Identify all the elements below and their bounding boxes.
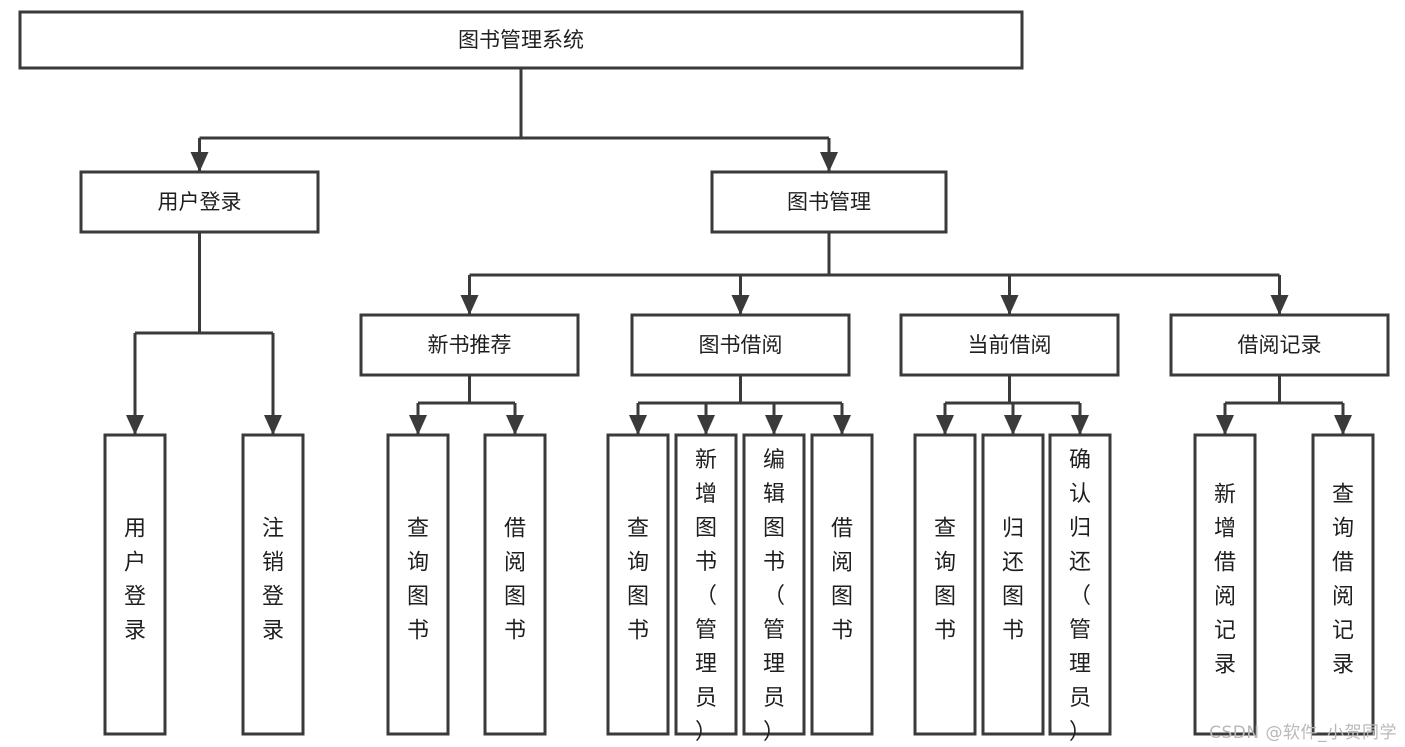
node-leaf-query-book-1-label: 查询图书 xyxy=(407,517,429,644)
arrow-head-icon xyxy=(731,295,750,315)
node-leaf-user-login[interactable]: 用户登录 xyxy=(103,433,167,736)
node-leaf-add-borrow-record[interactable]: 新增借阅记录 xyxy=(1193,433,1257,736)
node-leaf-query-book-2-label: 查询图书 xyxy=(627,517,649,644)
arrow-head-icon xyxy=(409,415,427,435)
node-book-borrow[interactable]: 图书借阅 xyxy=(630,313,851,377)
node-current-borrow-label: 当前借阅 xyxy=(968,333,1052,357)
arrow-head-icon xyxy=(936,415,954,435)
node-leaf-logout-label: 注销登录 xyxy=(262,517,284,644)
arrow-head-icon xyxy=(629,415,647,435)
node-leaf-edit-book-admin[interactable]: 编辑图书（管理员） xyxy=(742,433,806,745)
arrow-head-icon xyxy=(1216,415,1234,435)
node-user-login-box[interactable] xyxy=(79,170,320,234)
arrow-head-icon xyxy=(1071,415,1089,435)
node-borrow-record-box[interactable] xyxy=(1169,313,1390,377)
node-book-borrow-box[interactable] xyxy=(630,313,851,377)
node-leaf-add-book-admin-label: 新增图书（管理员） xyxy=(695,448,717,745)
arrow-head-icon xyxy=(1334,415,1352,435)
node-book-borrow-label: 图书借阅 xyxy=(699,333,783,357)
node-leaf-borrow-book-1-box[interactable] xyxy=(483,433,547,736)
arrow-head-icon xyxy=(506,415,524,435)
node-leaf-query-borrow-record-box[interactable] xyxy=(1311,433,1375,736)
node-leaf-query-book-1[interactable]: 查询图书 xyxy=(386,433,450,736)
node-book-manage[interactable]: 图书管理 xyxy=(710,170,948,234)
node-leaf-confirm-return-admin-box[interactable] xyxy=(1048,433,1112,736)
node-leaf-borrow-book-2[interactable]: 借阅图书 xyxy=(810,433,874,736)
node-user-login[interactable]: 用户登录 xyxy=(79,170,320,234)
node-leaf-user-login-box[interactable] xyxy=(103,433,167,736)
arrow-head-icon xyxy=(1270,295,1289,315)
arrow-head-icon xyxy=(1000,295,1019,315)
node-borrow-record-label: 借阅记录 xyxy=(1238,333,1322,357)
node-leaf-borrow-book-2-box[interactable] xyxy=(810,433,874,736)
node-title-box[interactable] xyxy=(18,10,1024,70)
node-leaf-query-book-2-box[interactable] xyxy=(606,433,670,736)
arrow-head-icon xyxy=(460,295,479,315)
node-leaf-query-borrow-record-label: 查询借阅记录 xyxy=(1332,483,1354,678)
node-leaf-add-borrow-record-box[interactable] xyxy=(1193,433,1257,736)
node-leaf-edit-book-admin-box[interactable] xyxy=(742,433,806,736)
node-leaf-return-book[interactable]: 归还图书 xyxy=(981,433,1045,736)
node-leaf-add-book-admin[interactable]: 新增图书（管理员） xyxy=(674,433,738,745)
node-title-label: 图书管理系统 xyxy=(458,28,584,52)
node-new-book-rec[interactable]: 新书推荐 xyxy=(359,313,580,377)
node-current-borrow-box[interactable] xyxy=(899,313,1120,377)
node-leaf-edit-book-admin-label: 编辑图书（管理员） xyxy=(763,448,785,745)
node-leaf-return-book-label: 归还图书 xyxy=(1002,517,1024,644)
node-leaf-borrow-book-2-label: 借阅图书 xyxy=(831,517,853,644)
node-leaf-query-borrow-record[interactable]: 查询借阅记录 xyxy=(1311,433,1375,736)
node-leaf-add-book-admin-box[interactable] xyxy=(674,433,738,736)
arrow-head-icon xyxy=(126,415,144,435)
node-leaf-logout-box[interactable] xyxy=(241,433,305,736)
node-leaf-user-login-label: 用户登录 xyxy=(124,517,146,644)
node-current-borrow[interactable]: 当前借阅 xyxy=(899,313,1120,377)
node-leaf-query-book-3-label: 查询图书 xyxy=(934,517,956,644)
arrow-head-icon xyxy=(765,415,783,435)
node-user-login-label: 用户登录 xyxy=(158,190,242,214)
node-leaf-query-book-3-box[interactable] xyxy=(913,433,977,736)
node-leaf-query-book-1-box[interactable] xyxy=(386,433,450,736)
node-title[interactable]: 图书管理系统 xyxy=(18,10,1024,70)
node-leaf-query-book-2[interactable]: 查询图书 xyxy=(606,433,670,736)
node-leaf-borrow-book-1[interactable]: 借阅图书 xyxy=(483,433,547,736)
node-leaf-confirm-return-admin-label: 确认归还（管理员） xyxy=(1069,448,1091,745)
node-leaf-borrow-book-1-label: 借阅图书 xyxy=(504,517,526,644)
arrow-head-icon xyxy=(190,152,209,172)
arrow-head-icon xyxy=(264,415,282,435)
node-new-book-rec-label: 新书推荐 xyxy=(428,333,512,357)
arrow-head-icon xyxy=(1004,415,1022,435)
arrow-head-icon xyxy=(697,415,715,435)
node-book-manage-box[interactable] xyxy=(710,170,948,234)
arrow-head-icon xyxy=(833,415,851,435)
node-leaf-logout[interactable]: 注销登录 xyxy=(241,433,305,736)
node-borrow-record[interactable]: 借阅记录 xyxy=(1169,313,1390,377)
node-leaf-query-book-3[interactable]: 查询图书 xyxy=(913,433,977,736)
node-leaf-return-book-box[interactable] xyxy=(981,433,1045,736)
node-leaf-confirm-return-admin[interactable]: 确认归还（管理员） xyxy=(1048,433,1112,745)
node-book-manage-label: 图书管理 xyxy=(787,190,871,214)
arrow-head-icon xyxy=(820,152,838,172)
node-leaf-add-borrow-record-label: 新增借阅记录 xyxy=(1214,483,1236,678)
node-new-book-rec-box[interactable] xyxy=(359,313,580,377)
